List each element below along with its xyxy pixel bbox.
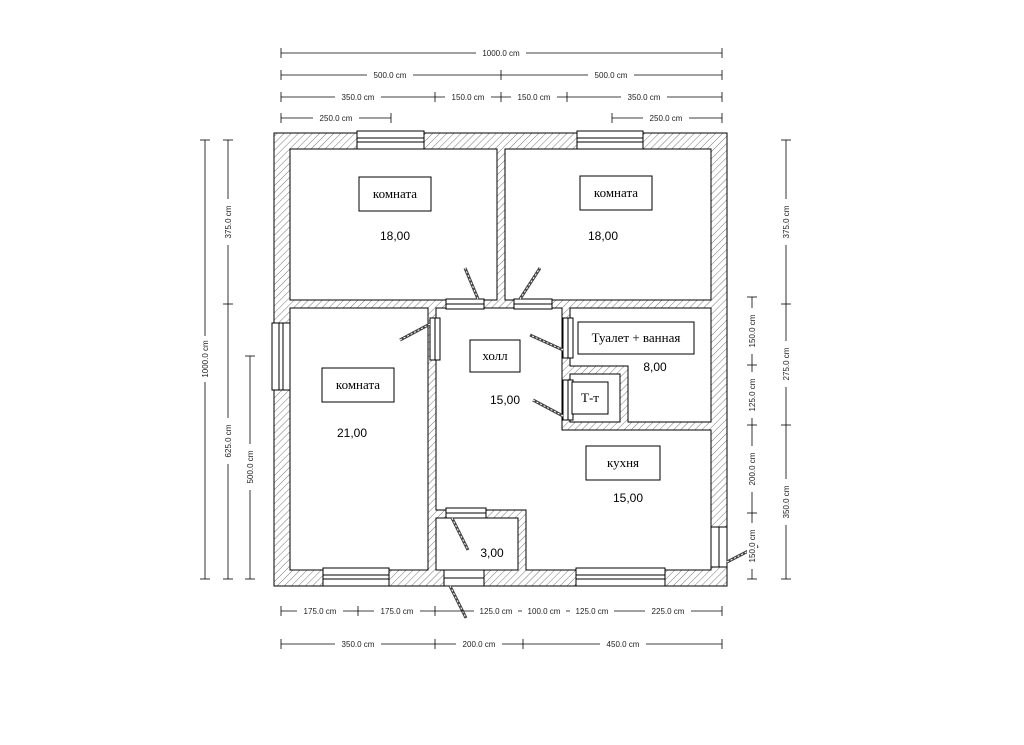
- dim-right-seg-3: 200.0 cm: [748, 452, 757, 485]
- dim-right-seg-1: 150.0 cm: [748, 314, 757, 347]
- dimensions-right-labels: 375.0 cm 275.0 cm 350.0 cm 150.0 cm 125.…: [747, 199, 791, 569]
- kitchen-label: кухня: [607, 455, 639, 470]
- dim-right-seg-2: 125.0 cm: [748, 378, 757, 411]
- dim-left-window: 500.0 cm: [246, 450, 255, 483]
- doors: [399, 267, 759, 619]
- dim-right-kitchen: 350.0 cm: [782, 485, 791, 518]
- bathroom: Туалет + ванная 8,00: [577, 321, 695, 374]
- dim-top-seg-3: 150.0 cm: [518, 93, 551, 102]
- room-top-right-label: комната: [594, 185, 638, 200]
- dim-left-top-rooms: 375.0 cm: [224, 205, 233, 238]
- door-room-top-left: [445, 267, 485, 310]
- window-left: [271, 322, 291, 391]
- room-top-left: комната 18,00: [358, 176, 432, 243]
- door-room-left: [399, 317, 441, 361]
- dim-top-window-right: 250.0 cm: [650, 114, 683, 123]
- bathroom-area: 8,00: [643, 360, 667, 374]
- room-top-left-label: комната: [373, 186, 417, 201]
- hall-label: холл: [482, 348, 508, 363]
- room-top-right: комната 18,00: [579, 175, 653, 243]
- room-left-label: комната: [336, 377, 380, 392]
- dim-bottom-seg-4: 100.0 cm: [528, 607, 561, 616]
- room-left: комната 21,00: [321, 367, 395, 440]
- toilet-label: Т-т: [581, 390, 599, 405]
- room-top-right-area: 18,00: [588, 229, 618, 243]
- closet: 3,00: [480, 546, 504, 560]
- door-entrance: [443, 569, 485, 619]
- kitchen-area: 15,00: [613, 491, 643, 505]
- dim-top-seg-4: 350.0 cm: [628, 93, 661, 102]
- dim-bottom-seg-5: 125.0 cm: [576, 607, 609, 616]
- bathroom-label: Туалет + ванная: [592, 330, 681, 345]
- dimensions-bottom-labels: 175.0 cm 175.0 cm 125.0 cm 100.0 cm 125.…: [297, 606, 691, 649]
- dim-top-total: 1000.0 cm: [482, 49, 520, 58]
- hall-area: 15,00: [490, 393, 520, 407]
- dim-right-bath: 275.0 cm: [782, 347, 791, 380]
- dim-bottom-seg-3: 125.0 cm: [480, 607, 513, 616]
- dim-right-seg-4: 150.0 cm: [748, 529, 757, 562]
- door-room-top-right: [513, 267, 553, 310]
- room-left-area: 21,00: [337, 426, 367, 440]
- dimensions-top-labels: 1000.0 cm 500.0 cm 500.0 cm 350.0 cm 150…: [313, 48, 689, 123]
- dim-bottom-seg-6: 225.0 cm: [652, 607, 685, 616]
- dim-bottom-seg-2: 175.0 cm: [381, 607, 414, 616]
- windows: [271, 130, 666, 587]
- walls-hatched: [273, 132, 728, 587]
- closet-area: 3,00: [480, 546, 504, 560]
- door-toilet: [532, 379, 574, 421]
- dimensions-top: [280, 48, 723, 123]
- dim-right-top-rooms: 375.0 cm: [782, 205, 791, 238]
- hall: холл 15,00: [469, 339, 521, 407]
- window-top-right: [576, 130, 644, 150]
- door-bathroom: [529, 317, 574, 359]
- toilet: Т-т: [571, 381, 609, 415]
- dim-bottom-total-2: 200.0 cm: [463, 640, 496, 649]
- door-closet: [445, 507, 487, 551]
- dim-top-window-left: 250.0 cm: [320, 114, 353, 123]
- dim-bottom-total-1: 350.0 cm: [342, 640, 375, 649]
- window-bottom-right: [575, 567, 666, 587]
- dim-left-total: 1000.0 cm: [201, 340, 210, 378]
- dimensions-left-labels: 1000.0 cm 375.0 cm 625.0 cm 500.0 cm: [200, 199, 255, 490]
- dim-left-bottom-room: 625.0 cm: [224, 424, 233, 457]
- kitchen: кухня 15,00: [585, 445, 661, 505]
- dim-top-seg-2: 150.0 cm: [452, 93, 485, 102]
- room-top-left-area: 18,00: [380, 229, 410, 243]
- window-bottom-left: [322, 567, 390, 587]
- dim-bottom-total-3: 450.0 cm: [607, 640, 640, 649]
- window-top-left: [356, 130, 425, 150]
- dim-bottom-seg-1: 175.0 cm: [304, 607, 337, 616]
- room-labels: комната 18,00 комната 18,00 комната 21,0…: [321, 175, 695, 560]
- dim-top-seg-1: 350.0 cm: [342, 93, 375, 102]
- dim-top-half-right: 500.0 cm: [595, 71, 628, 80]
- walls: [273, 132, 728, 587]
- dim-top-half-left: 500.0 cm: [374, 71, 407, 80]
